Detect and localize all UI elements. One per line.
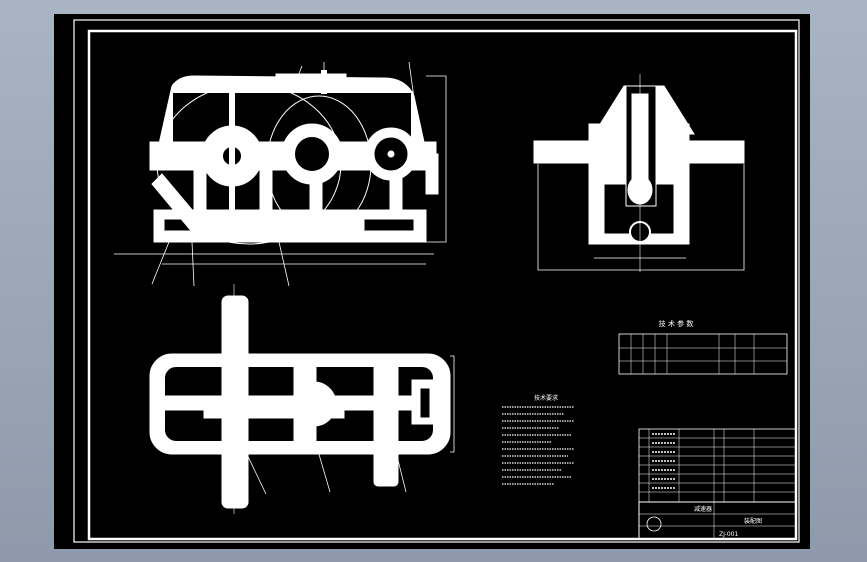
tech-parameter-table: 技 术 参 数: [618, 319, 788, 375]
cad-viewport[interactable]: 技 术 参 数 技术要求: [54, 14, 810, 549]
outer-frame: [73, 19, 800, 543]
tech-table-header: 技 术 参 数: [659, 319, 694, 328]
title-label: 装配图: [744, 517, 762, 525]
parts-list: [638, 428, 797, 503]
title-drawing-no: ZJ-001: [719, 531, 738, 538]
side-view: [533, 74, 745, 272]
top-view: [149, 284, 455, 514]
technical-notes: 技术要求: [502, 394, 574, 485]
notes-title: 技术要求: [534, 394, 558, 402]
inner-frame: [87, 29, 798, 541]
assembly-drawing: 技 术 参 数 技术要求: [73, 19, 800, 543]
title-block: 减速器 装配图 ZJ-001: [638, 501, 797, 540]
title-drawing-name: 减速器: [694, 505, 712, 513]
front-view: [114, 61, 447, 287]
